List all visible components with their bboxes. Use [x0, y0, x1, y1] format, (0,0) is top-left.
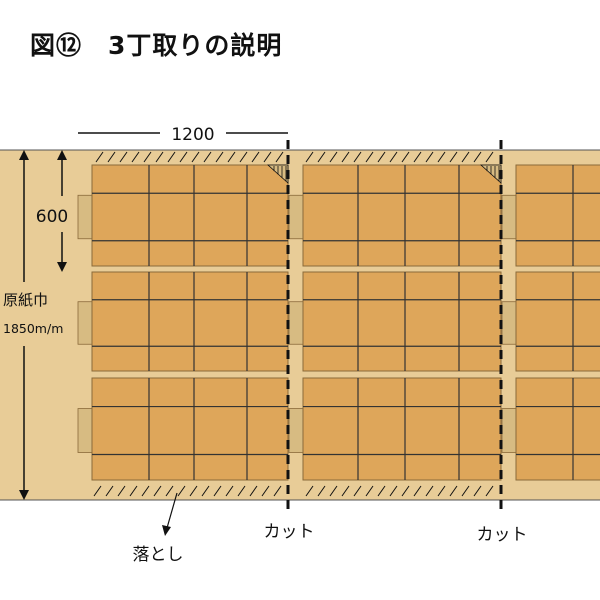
height-dimension-arrow-bottom — [57, 262, 67, 272]
hatch-mark — [461, 151, 470, 163]
hatch-mark — [203, 151, 212, 163]
box-blank — [515, 377, 600, 481]
hatch-mark — [213, 485, 222, 497]
waste-pointer-line — [166, 492, 178, 529]
roll-width-title: 原紙巾 — [3, 291, 48, 309]
waste-hatching-bottom — [93, 485, 494, 497]
hatch-mark — [413, 151, 422, 163]
hatch-mark — [425, 485, 434, 497]
hatch-mark — [141, 485, 150, 497]
hatch-mark — [473, 151, 482, 163]
hatch-mark — [273, 485, 282, 497]
hatch-mark — [461, 485, 470, 497]
diagram-title: 図⑫ 3丁取りの説明 — [30, 31, 283, 60]
hatch-mark — [105, 485, 114, 497]
box-blank — [302, 377, 502, 481]
hatch-mark — [249, 485, 258, 497]
height-dimension-arrow-top — [57, 150, 67, 160]
hatch-mark — [179, 151, 188, 163]
hatch-mark — [95, 151, 104, 163]
box-blanks — [77, 164, 600, 481]
hatch-mark — [237, 485, 246, 497]
hatch-mark — [485, 151, 494, 163]
hatch-mark — [167, 151, 176, 163]
hatch-mark — [263, 151, 272, 163]
hatch-mark — [317, 151, 326, 163]
hatch-mark — [401, 151, 410, 163]
hatch-mark — [317, 485, 326, 497]
hatch-mark — [251, 151, 260, 163]
hatch-mark — [353, 485, 362, 497]
hatch-mark — [107, 151, 116, 163]
hatch-mark — [239, 151, 248, 163]
hatch-mark — [329, 485, 338, 497]
width-dimension-label: 1200 — [171, 125, 214, 145]
hatch-mark — [165, 485, 174, 497]
hatch-mark — [275, 151, 284, 163]
hatch-mark — [129, 485, 138, 497]
hatch-mark — [353, 151, 362, 163]
hatch-mark — [191, 151, 200, 163]
hatch-mark — [377, 151, 386, 163]
box-blank — [91, 164, 289, 267]
box-blank — [515, 164, 600, 267]
height-dimension-label: 600 — [36, 207, 68, 227]
hatch-mark — [225, 485, 234, 497]
roll-width-arrow-bottom — [19, 490, 29, 500]
hatch-mark — [261, 485, 270, 497]
hatch-mark — [485, 485, 494, 497]
hatch-mark — [119, 151, 128, 163]
hatch-mark — [305, 485, 314, 497]
hatch-mark — [155, 151, 164, 163]
hatch-mark — [473, 485, 482, 497]
hatch-mark — [437, 485, 446, 497]
waste-hatching-top — [95, 151, 494, 163]
hatch-mark — [449, 485, 458, 497]
roll-width-value: 1850m/m — [3, 321, 63, 336]
hatch-mark — [131, 151, 140, 163]
waste-label: 落とし — [133, 545, 184, 565]
hatch-mark — [437, 151, 446, 163]
hatch-mark — [189, 485, 198, 497]
hatch-mark — [153, 485, 162, 497]
hatch-mark — [365, 151, 374, 163]
cut-label-2: カット — [477, 525, 528, 545]
hatch-mark — [201, 485, 210, 497]
box-blank — [91, 271, 289, 372]
corner-hatching — [266, 164, 502, 184]
hatch-mark — [389, 485, 398, 497]
box-blank — [91, 377, 289, 481]
hatch-mark — [329, 151, 338, 163]
roll-width-arrow-top — [19, 150, 29, 160]
box-blank — [302, 164, 502, 267]
cut-label-1: カット — [264, 522, 315, 542]
hatch-mark — [341, 151, 350, 163]
hatch-mark — [425, 151, 434, 163]
hatch-mark — [377, 485, 386, 497]
hatch-mark — [449, 151, 458, 163]
hatch-mark — [341, 485, 350, 497]
hatch-mark — [93, 485, 102, 497]
hatch-mark — [177, 485, 186, 497]
hatch-mark — [365, 485, 374, 497]
hatch-mark — [117, 485, 126, 497]
hatch-mark — [215, 151, 224, 163]
hatch-mark — [143, 151, 152, 163]
hatch-mark — [413, 485, 422, 497]
hatch-mark — [227, 151, 236, 163]
hatch-mark — [389, 151, 398, 163]
hatch-mark — [305, 151, 314, 163]
waste-pointer-arrow — [162, 525, 171, 536]
box-blank — [302, 271, 502, 372]
box-blank — [515, 271, 600, 372]
hatch-mark — [401, 485, 410, 497]
